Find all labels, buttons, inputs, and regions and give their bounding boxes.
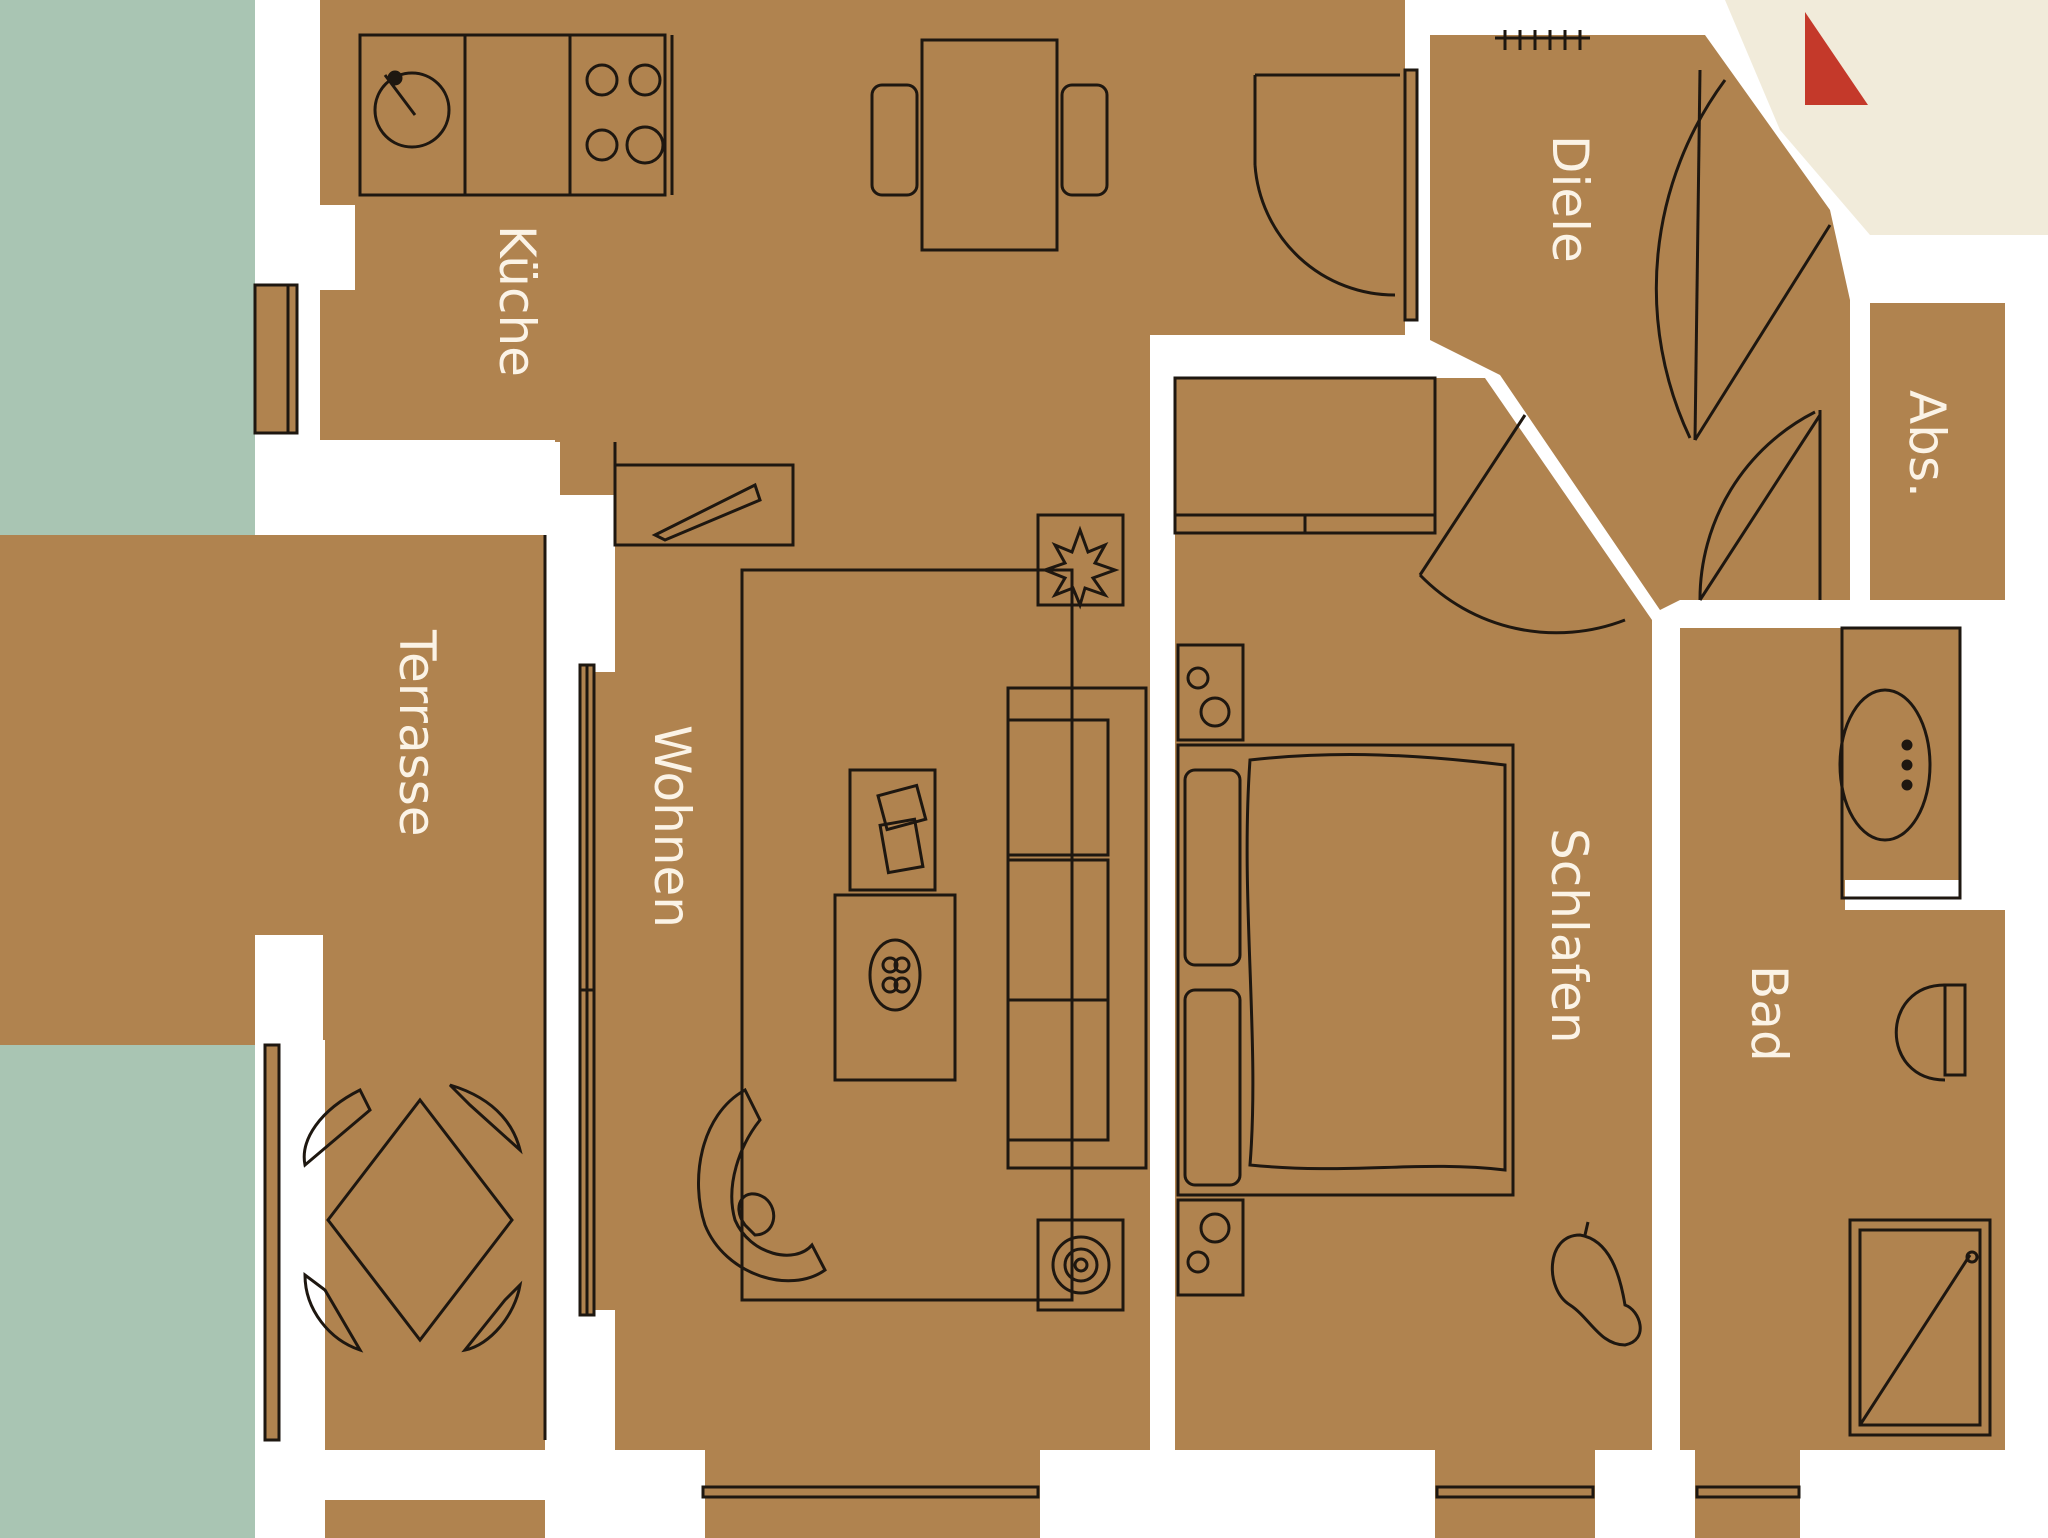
room-label-abs: Abs. — [1898, 390, 1956, 498]
sofa-icon — [1006, 686, 1148, 1170]
room-label-diele: Diele — [1541, 135, 1599, 263]
room-label-bad: Bad — [1740, 965, 1798, 1062]
room-label-kueche: Küche — [488, 225, 546, 377]
kitchen-counter — [358, 33, 674, 197]
window-icon — [701, 1485, 1040, 1499]
walls — [255, 0, 2048, 1538]
garden — [0, 0, 255, 1538]
window-icon — [263, 1043, 281, 1442]
window-icon — [578, 663, 596, 1317]
room-label-wohnen: Wohnen — [643, 725, 701, 928]
patio-table-icon — [302, 1083, 523, 1353]
plant-icon — [1036, 513, 1125, 610]
cooktop-icon — [585, 63, 665, 165]
shower-icon — [1848, 1218, 1992, 1437]
coffee-table-icon — [833, 768, 957, 1082]
carpet — [740, 568, 1074, 1302]
door-swing-icon — [1253, 73, 1400, 297]
nightstand-lamp-icon — [1176, 1198, 1245, 1297]
wardrobe — [1173, 376, 1437, 535]
speaker-icon — [1036, 1218, 1125, 1312]
entrance-marker-icon — [1805, 12, 1868, 105]
window-icon — [1695, 1485, 1801, 1499]
nightstand-lamp-icon — [1176, 643, 1245, 742]
window-icon — [1435, 1485, 1595, 1499]
floor-area — [0, 0, 2005, 1538]
sink-icon — [373, 70, 451, 149]
chair-icon — [1550, 1221, 1642, 1347]
door-swing-icon — [1698, 410, 1822, 601]
room-label-schlafen: Schlafen — [1540, 828, 1598, 1044]
armchair-icon — [697, 1087, 827, 1283]
window-icon — [1403, 68, 1419, 322]
dining-table-icon — [870, 38, 1109, 252]
door-swing-icon — [1654, 69, 1832, 441]
bed-icon — [1176, 743, 1515, 1197]
window-icon — [253, 283, 299, 435]
door-swing-icon — [1418, 414, 1626, 635]
fireplace-icon — [613, 463, 795, 547]
toilet-icon — [1894, 983, 1967, 1082]
washbasin-icon — [1838, 626, 1962, 900]
room-label-terrasse: Terrasse — [388, 629, 446, 837]
radiator-icon — [1495, 30, 1590, 50]
